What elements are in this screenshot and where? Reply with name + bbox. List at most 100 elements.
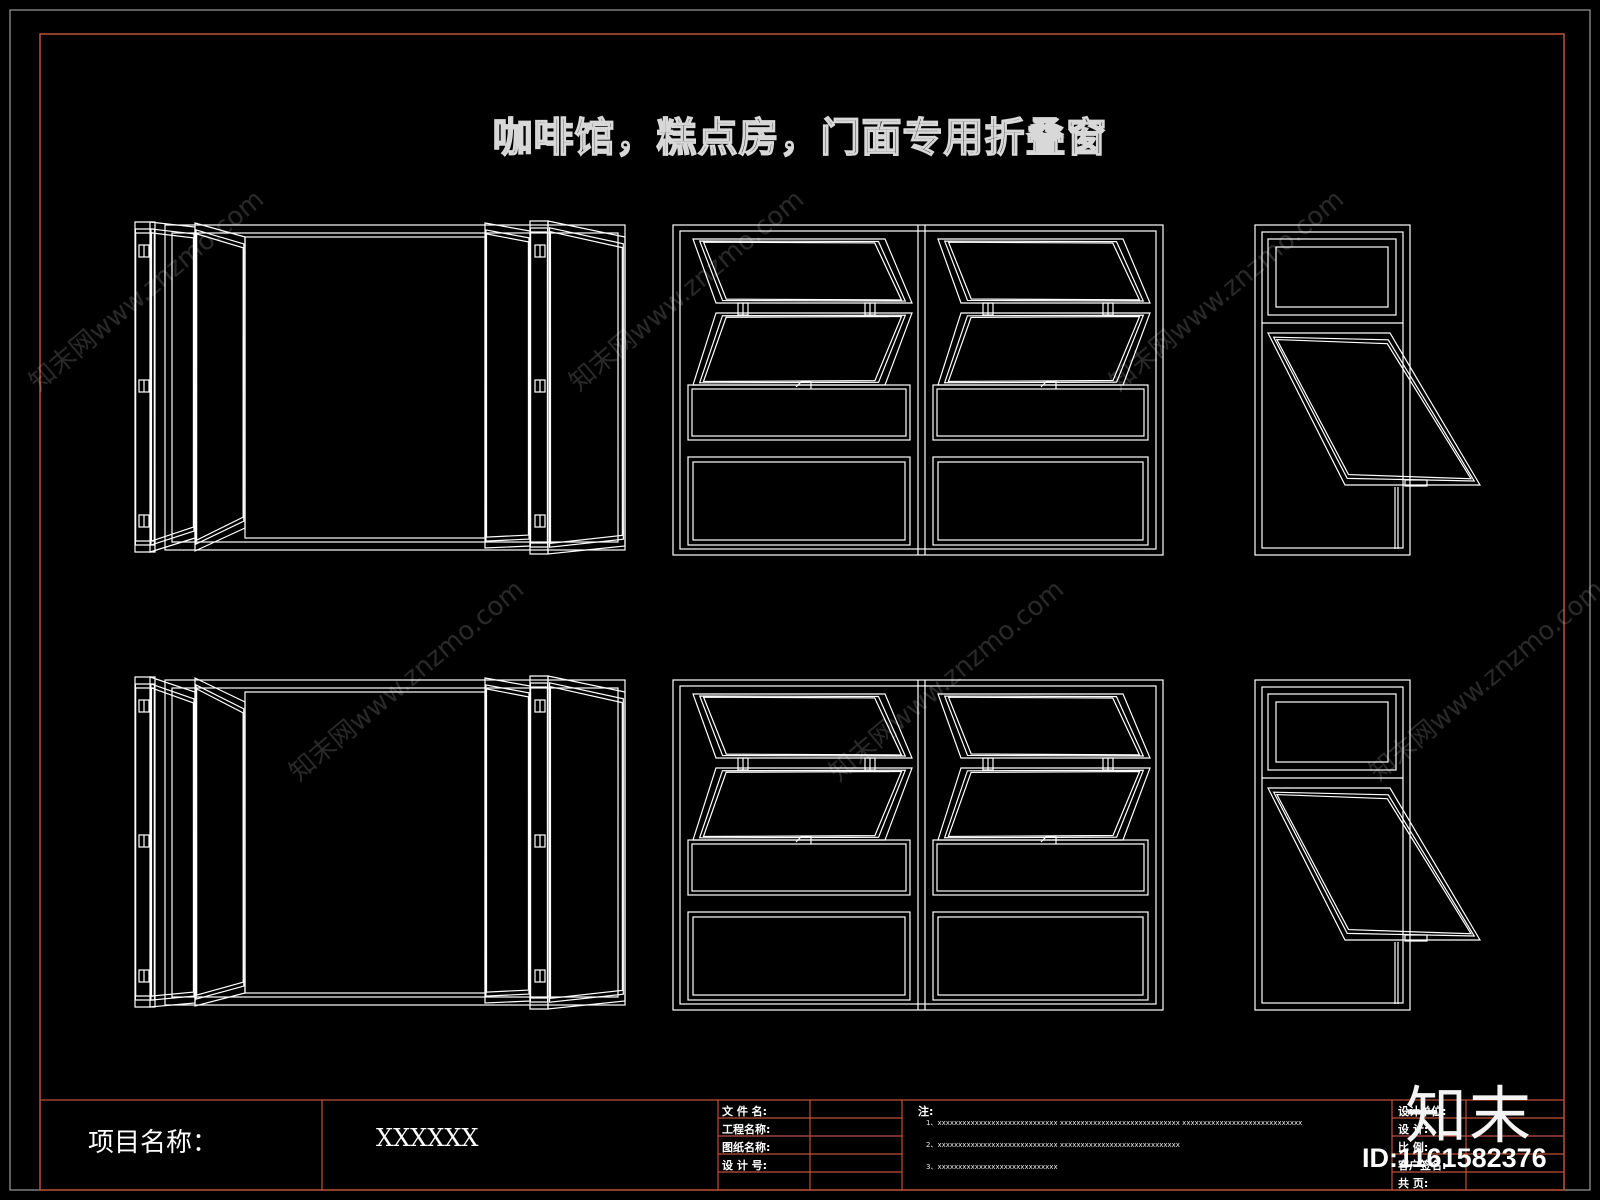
sash-handle <box>1404 934 1428 942</box>
field-total-pages: 共 页: <box>1398 1177 1429 1190</box>
awning-upper-sash-inner <box>698 240 907 302</box>
awning-lower-sash-inner <box>943 769 1145 839</box>
awning-upper-sash <box>692 238 913 304</box>
awning-upper-sash-glass <box>947 696 1141 756</box>
note-3: 3、xxxxxxxxxxxxxxxxxxxxxxxxxxxxx <box>926 1163 1058 1171</box>
brand-logo: 知末 <box>1405 1079 1534 1152</box>
side-awning-view <box>1254 679 1482 1011</box>
notes-label: 注: <box>918 1105 934 1118</box>
awning-upper-sash <box>937 693 1151 759</box>
side-open-sash-glass <box>1275 338 1473 480</box>
field-drawing-name: 图纸名称: <box>722 1141 771 1154</box>
folding-panel-glass <box>485 688 530 993</box>
side-frame <box>1254 679 1411 1011</box>
side-awning-view <box>1254 224 1482 556</box>
folding-opening <box>244 691 486 994</box>
folding-window-view <box>134 220 626 555</box>
awning-lower-sash-inner <box>943 314 1145 384</box>
awning-fixed-panel-inner <box>936 843 1145 892</box>
folding-panel-glass <box>549 685 623 999</box>
folding-panel-inner <box>485 229 530 542</box>
field-client-signature: 客户签名: <box>1398 1159 1447 1172</box>
side-top-light-glass <box>1275 246 1389 308</box>
note-2: 2、xxxxxxxxxxxxxxxxxxxxxxxxxxxxx xxxxxxxx… <box>926 1141 1180 1149</box>
side-open-sash-inner <box>1272 791 1476 937</box>
side-open-sash <box>1267 787 1482 941</box>
folding-panel <box>194 222 246 552</box>
awning-bottom-panel-glass <box>937 916 1144 996</box>
folding-panel-glass <box>150 687 195 997</box>
awning-lower-sash <box>692 767 913 841</box>
awning-lower-sash-inner <box>698 769 907 839</box>
sheet-frame <box>9 9 1591 1191</box>
awning-bottom-panel-glass <box>692 916 906 996</box>
folding-frame-inner <box>171 232 619 543</box>
awning-window-view <box>672 224 1164 556</box>
window-views <box>134 220 1482 1011</box>
folding-panel-inner <box>195 683 245 1000</box>
awning-bottom-panel <box>932 456 1149 546</box>
awning-upper-sash-inner <box>698 695 907 757</box>
image-id-label: ID:1161582376 <box>1362 1143 1547 1173</box>
awning-upper-sash-glass <box>702 241 903 301</box>
awning-fixed-panel <box>932 839 1149 896</box>
folding-panel <box>547 220 626 555</box>
folding-frame <box>164 679 626 1006</box>
field-design-number: 设 计 号: <box>722 1159 768 1172</box>
sash-handle <box>1040 836 1057 844</box>
awning-fixed-panel <box>687 839 911 896</box>
side-top-light <box>1267 238 1397 316</box>
awning-bottom-panel-glass <box>937 461 1144 541</box>
awning-window-view <box>672 679 1164 1011</box>
project-name-label: 项目名称： <box>88 1128 219 1158</box>
side-frame <box>1254 224 1411 556</box>
side-top-light-glass <box>1275 701 1389 763</box>
side-open-sash <box>1267 332 1482 486</box>
field-design-unit: 设计单位: <box>1398 1105 1447 1118</box>
field-designer: 设 计: <box>1398 1123 1429 1136</box>
awning-lower-sash <box>937 767 1151 841</box>
folding-panel-glass <box>196 233 244 542</box>
awning-upper-sash-glass <box>947 241 1141 301</box>
awning-lower-sash <box>692 312 913 386</box>
folding-window-view <box>134 675 626 1010</box>
field-file-name: 文 件 名: <box>722 1105 768 1118</box>
awning-bottom-panel-glass <box>692 461 906 541</box>
folding-frame <box>164 224 626 551</box>
awning-lower-sash-inner <box>698 314 907 384</box>
folding-panel <box>484 222 531 549</box>
folding-opening <box>244 236 486 539</box>
folding-panel-glass <box>135 232 155 542</box>
field-scale: 比 例: <box>1398 1141 1429 1154</box>
awning-upper-sash-inner <box>943 240 1145 302</box>
awning-bottom-panel <box>687 911 911 1001</box>
folding-panel <box>194 677 246 1007</box>
note-1: 1、xxxxxxxxxxxxxxxxxxxxxxxxxxxxx xxxxxxxx… <box>926 1119 1303 1127</box>
sash-handle <box>1404 479 1428 487</box>
awning-fixed-panel-inner <box>936 388 1145 437</box>
folding-panel-inner <box>548 227 624 548</box>
awning-bottom-panel <box>687 456 911 546</box>
side-open-sash-glass <box>1275 793 1473 935</box>
folding-panel-inner <box>485 684 530 997</box>
folding-panel-glass <box>485 233 530 538</box>
awning-lower-sash-glass <box>702 315 903 383</box>
awning-lower-sash-glass <box>702 770 903 838</box>
awning-bottom-panel <box>932 911 1149 1001</box>
awning-fixed-panel <box>687 384 911 441</box>
awning-fixed-panel-inner <box>691 388 907 437</box>
side-open-sash-inner <box>1272 336 1476 482</box>
folding-panel-inner <box>195 229 245 546</box>
folding-panel <box>484 677 531 1004</box>
sash-handle <box>795 381 812 389</box>
awning-upper-sash-inner <box>943 695 1145 757</box>
awning-upper-sash <box>937 238 1151 304</box>
folding-panel-glass <box>196 687 244 996</box>
field-project-name: 工程名称: <box>722 1123 771 1136</box>
folding-frame-inner <box>171 687 619 998</box>
awning-lower-sash-glass <box>947 770 1141 838</box>
awning-fixed-panel <box>932 384 1149 441</box>
sash-handle <box>1040 381 1057 389</box>
awning-upper-sash <box>692 693 913 759</box>
awning-lower-sash-glass <box>947 315 1141 383</box>
